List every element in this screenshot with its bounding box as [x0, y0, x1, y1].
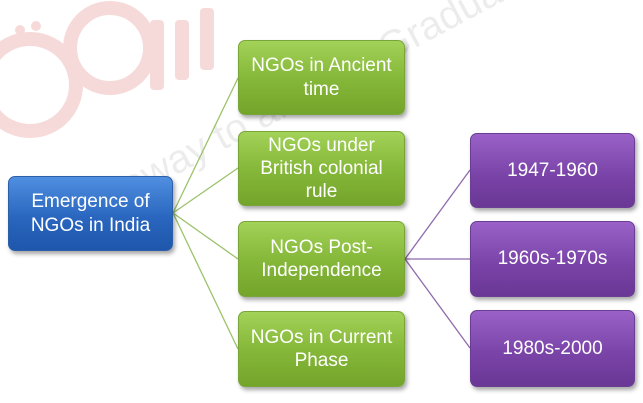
node-ngos-british-colonial-rule: NGOs under British colonial rule	[238, 131, 405, 206]
node-emergence-of-ngos: Emergence of NGOs in India	[8, 176, 173, 251]
node-ngos-current-phase-label: NGOs in Current Phase	[250, 326, 393, 371]
node-ngos-ancient-time-label: NGOs in Ancient time	[251, 55, 392, 100]
node-ngos-post-independence-label: NGOs Post-Independence	[261, 236, 382, 281]
connector-root-branch-1	[172, 77, 239, 214]
node-period-1947-1960: 1947-1960	[470, 133, 635, 208]
connector-root-branch-3	[172, 212, 239, 260]
node-ngos-british-colonial-rule-label: NGOs under British colonial rule	[260, 134, 383, 203]
node-ngos-current-phase: NGOs in Current Phase	[238, 311, 405, 387]
node-ngos-ancient-time: NGOs in Ancient time	[238, 40, 405, 115]
node-ngos-post-independence: NGOs Post-Independence	[238, 221, 405, 297]
connector-branch-period-3	[404, 258, 471, 349]
connector-branch-period-1	[404, 169, 471, 260]
connector-root-branch-2	[172, 167, 239, 214]
root-to-branch-connectors	[172, 77, 239, 350]
node-period-1980s-2000: 1980s-2000	[470, 310, 635, 387]
node-period-1947-1960-label: 1947-1960	[507, 159, 598, 181]
branch-to-period-connectors	[404, 169, 471, 349]
node-period-1980s-2000-label: 1980s-2000	[502, 337, 603, 359]
connector-root-branch-4	[172, 212, 239, 350]
node-emergence-of-ngos-label: Emergence of NGOs in India	[30, 191, 151, 236]
node-period-1960s-1970s-label: 1960s-1970s	[497, 248, 608, 270]
node-period-1960s-1970s: 1960s-1970s	[470, 221, 635, 297]
